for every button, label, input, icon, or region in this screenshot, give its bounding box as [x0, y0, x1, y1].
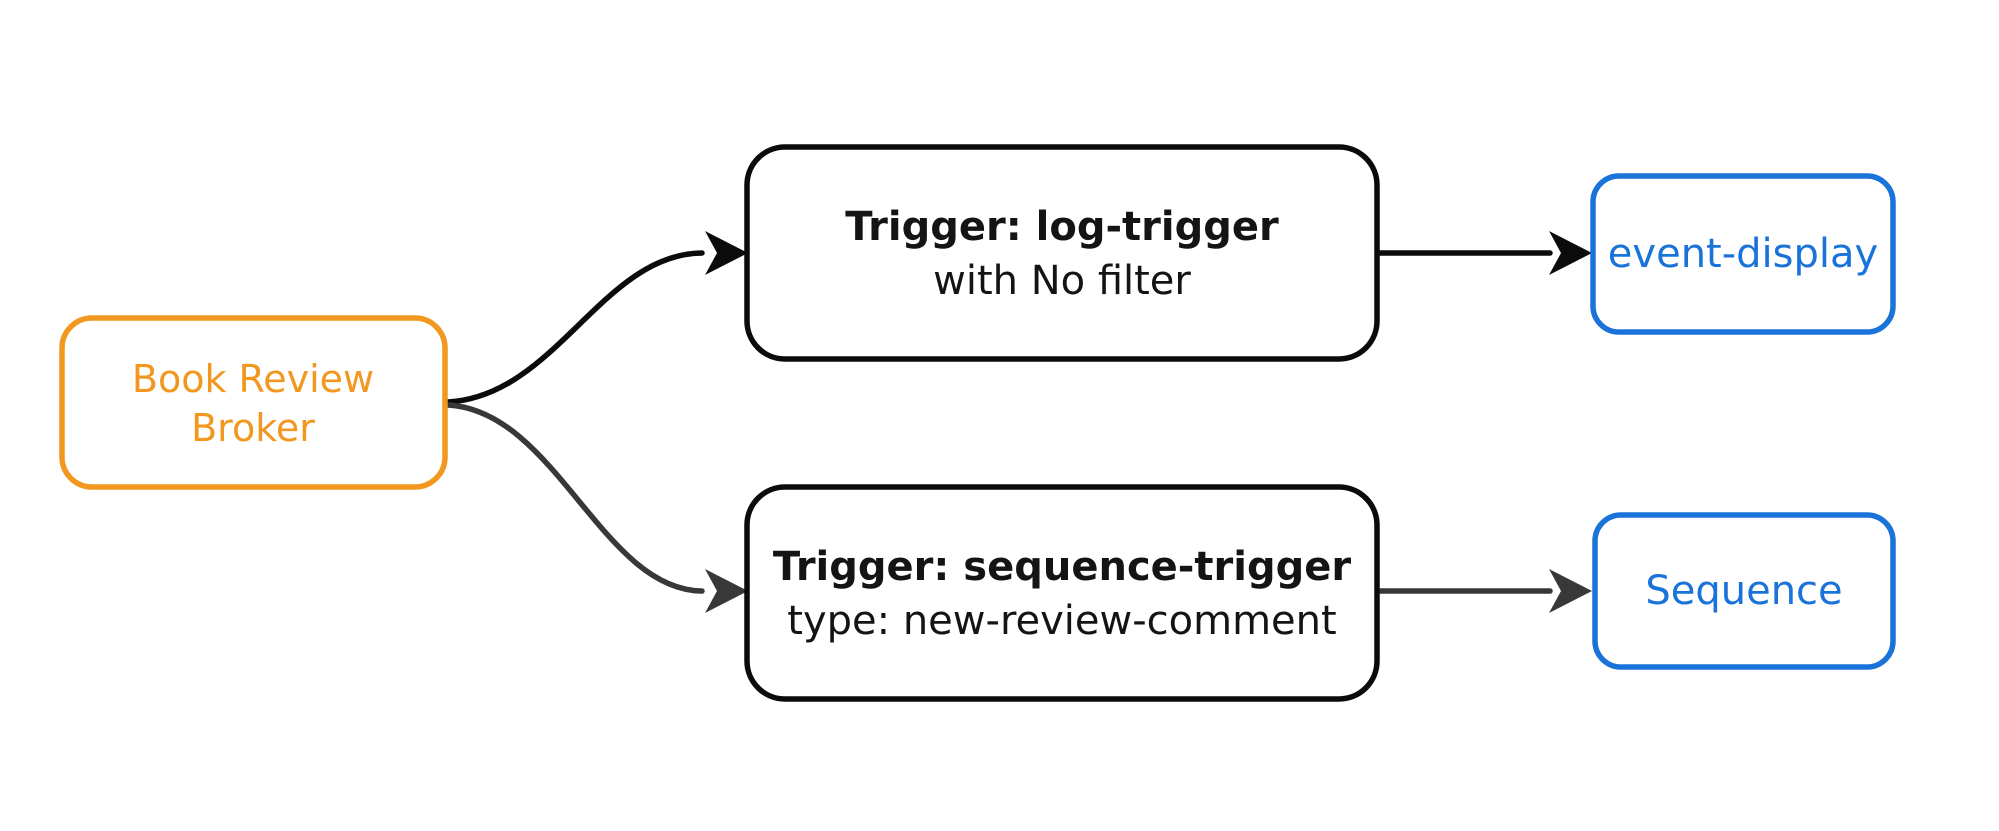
arrowhead-icon	[1549, 231, 1592, 275]
edge-log-trigger-to-event-display	[1377, 231, 1592, 275]
edge-broker-to-log-trigger	[445, 231, 748, 405]
node-log-trigger: Trigger: log-trigger with No filter	[744, 144, 1380, 362]
node-label-line2: type: new-review-comment	[787, 598, 1336, 644]
edge-sequence-trigger-to-sequence	[1377, 569, 1592, 613]
node-sequence-trigger: Trigger: sequence-trigger type: new-revi…	[744, 484, 1380, 702]
node-border	[744, 144, 1380, 362]
node-border	[1592, 512, 1896, 670]
arrowhead-icon	[1549, 569, 1592, 613]
node-label: Sequence	[1645, 568, 1842, 614]
node-label-line2: Broker	[191, 406, 315, 450]
arrowhead-icon	[705, 569, 748, 613]
edge-path	[445, 250, 705, 405]
node-sequence: Sequence	[1592, 512, 1896, 670]
edge-path	[445, 402, 705, 594]
node-label-line1: Trigger: sequence-trigger	[773, 544, 1351, 590]
node-event-display: event-display	[1590, 173, 1896, 335]
node-label-line1: Trigger: log-trigger	[845, 204, 1279, 250]
node-label: event-display	[1608, 231, 1878, 277]
node-label-line1: Book Review	[132, 357, 374, 401]
node-book-review-broker: Book Review Broker	[59, 315, 448, 490]
node-border	[59, 315, 448, 490]
arrowhead-icon	[705, 231, 748, 275]
node-border	[744, 484, 1380, 702]
node-border	[1590, 173, 1896, 335]
edge-broker-to-sequence-trigger	[445, 402, 748, 613]
node-label-line2: with No filter	[933, 258, 1191, 304]
